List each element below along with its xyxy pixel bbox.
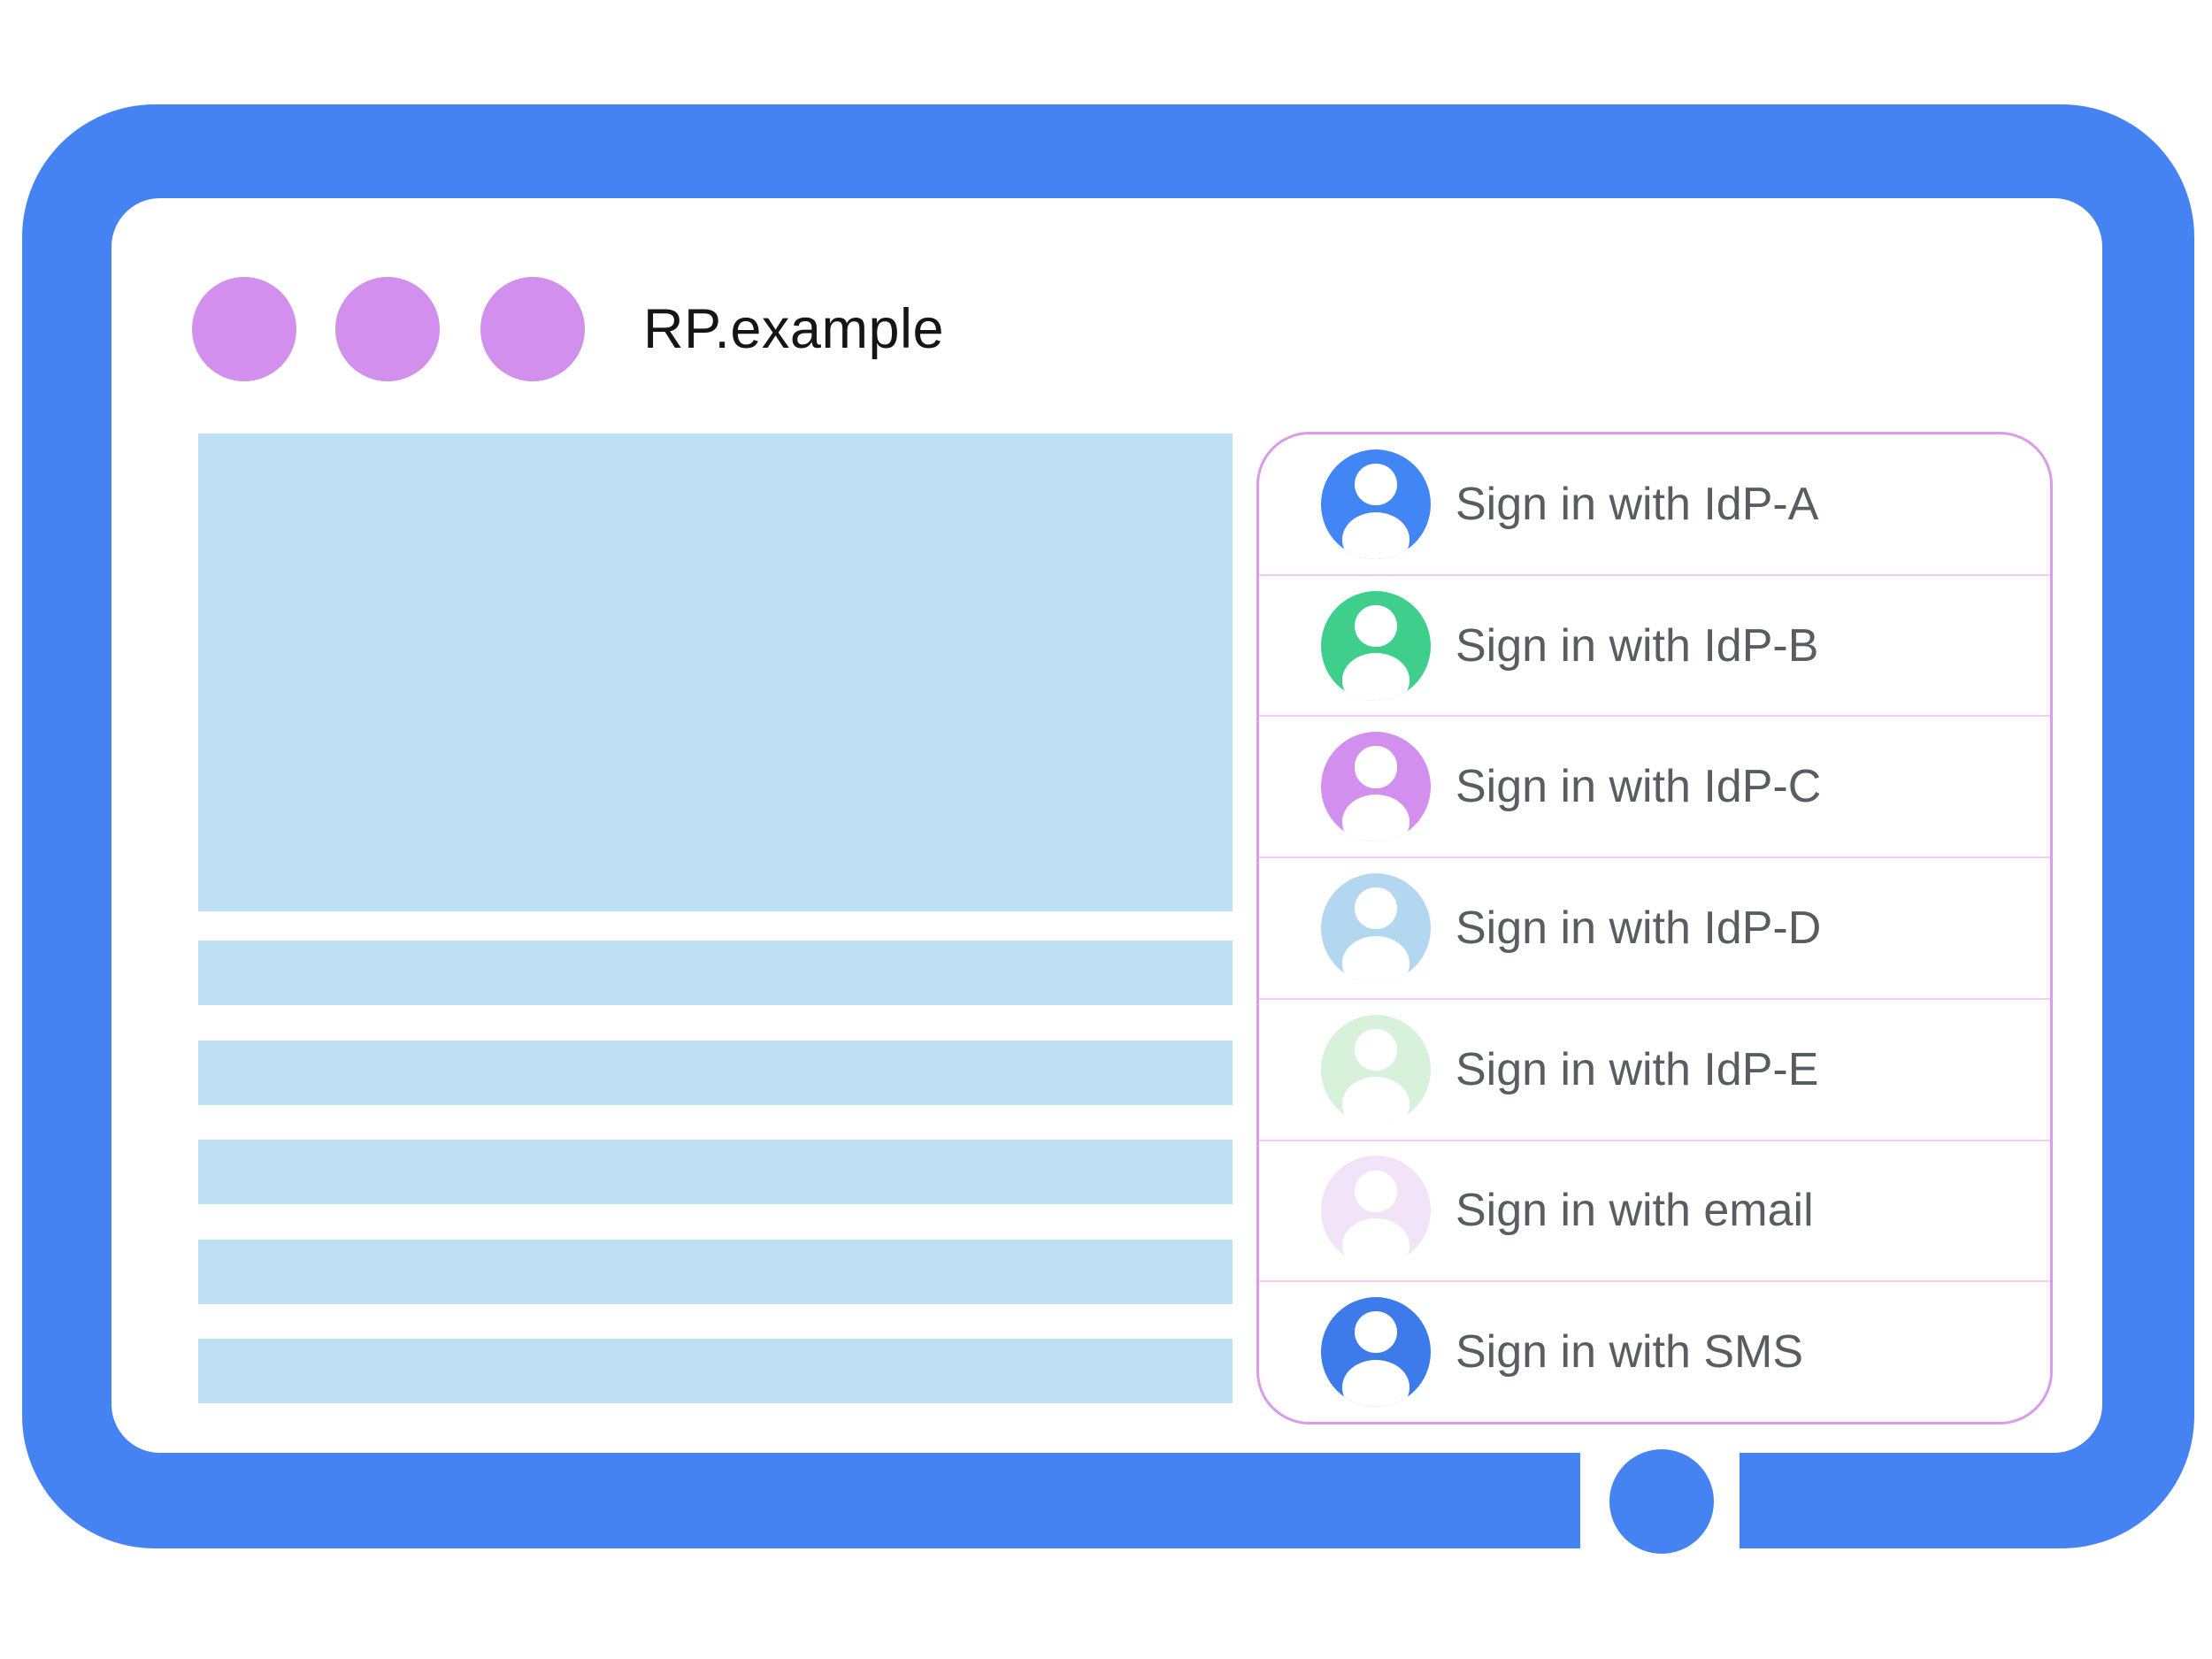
signin-chooser-panel: Sign in with IdP-A Sign in with IdP-B Si… (1256, 432, 2053, 1425)
home-button[interactable] (1609, 1449, 1714, 1554)
content-hero-placeholder (198, 434, 1233, 911)
person-icon (1321, 1014, 1431, 1125)
signin-option-label: Sign in with IdP-A (1455, 478, 1819, 530)
signin-option-idp-b[interactable]: Sign in with IdP-B (1259, 573, 2050, 716)
signin-option-label: Sign in with IdP-E (1455, 1043, 1819, 1095)
page-title: RP.example (643, 298, 945, 360)
signin-option-sms[interactable]: Sign in with SMS (1259, 1280, 2050, 1422)
person-icon (1321, 1297, 1431, 1408)
signin-option-label: Sign in with SMS (1455, 1326, 1804, 1379)
person-icon (1321, 449, 1431, 559)
signin-option-idp-a[interactable]: Sign in with IdP-A (1259, 434, 2050, 574)
text-line-placeholder (198, 1140, 1233, 1204)
signin-option-label: Sign in with IdP-B (1455, 619, 1819, 672)
signin-option-idp-c[interactable]: Sign in with IdP-C (1259, 715, 2050, 856)
signin-option-idp-d[interactable]: Sign in with IdP-D (1259, 856, 2050, 998)
window-control-dot-2[interactable] (335, 277, 440, 381)
signin-option-label: Sign in with email (1455, 1185, 1814, 1237)
frame-bottom-bar-left-cap (1502, 1454, 1580, 1548)
signin-option-idp-e[interactable]: Sign in with IdP-E (1259, 997, 2050, 1140)
text-line-placeholder (198, 1339, 1233, 1403)
person-icon (1321, 1156, 1431, 1266)
signin-option-label: Sign in with IdP-C (1455, 761, 1822, 813)
signin-option-email[interactable]: Sign in with email (1259, 1139, 2050, 1281)
text-line-placeholder (198, 1041, 1233, 1105)
text-line-placeholder (198, 1240, 1233, 1304)
person-icon (1321, 873, 1431, 984)
window-control-dot-1[interactable] (192, 277, 296, 381)
window-control-dot-3[interactable] (480, 277, 585, 381)
frame-bottom-bar-right-cap (1740, 1454, 1817, 1548)
person-icon (1321, 732, 1431, 842)
text-line-placeholder (198, 941, 1233, 1005)
signin-option-label: Sign in with IdP-D (1455, 902, 1822, 955)
person-icon (1321, 590, 1431, 701)
